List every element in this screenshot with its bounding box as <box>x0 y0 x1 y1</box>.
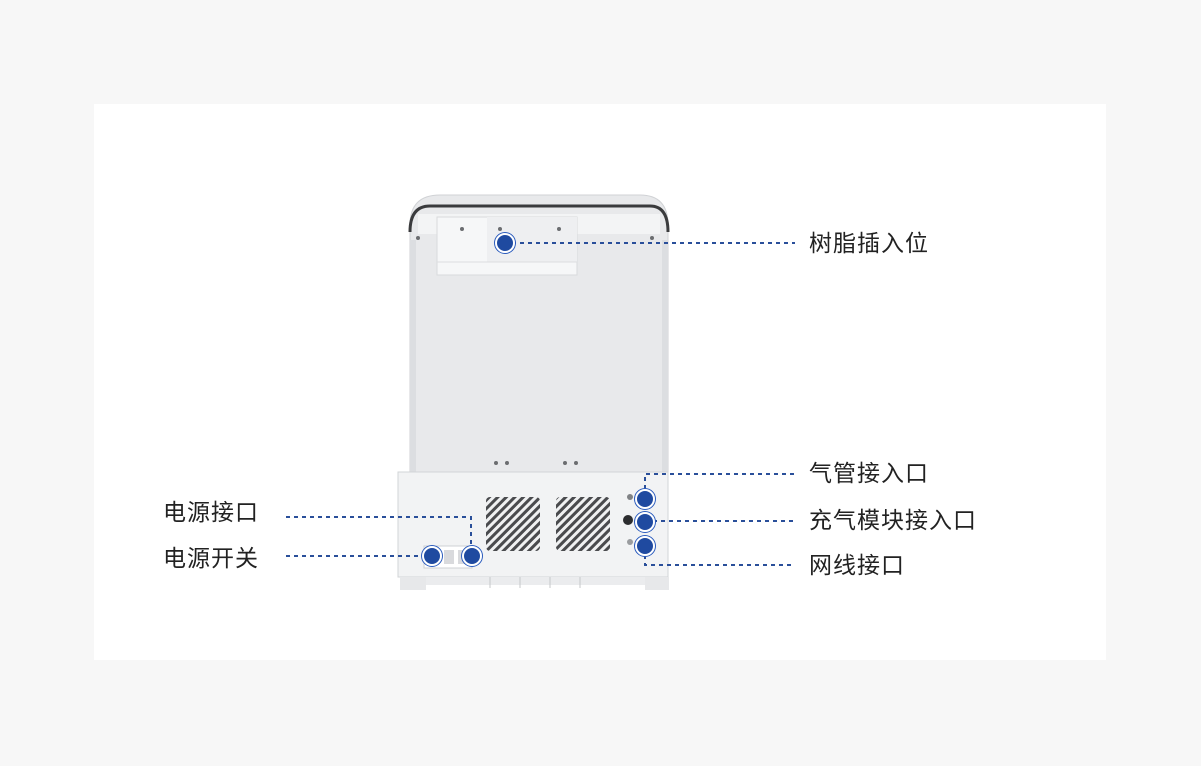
device-base-strip <box>426 577 645 585</box>
device-top-edge <box>408 204 670 233</box>
gas-pipe-fitting <box>627 494 633 500</box>
marker-network-port <box>635 536 655 556</box>
label-power-port: 电源接口 <box>163 500 259 526</box>
leader-gas-pipe <box>644 473 795 497</box>
marker-inflation-inlet <box>635 512 655 532</box>
label-inflation-module-inlet: 充气模块接入口 <box>809 508 977 534</box>
power-switch-body <box>444 550 454 564</box>
label-resin-slot: 树脂插入位 <box>809 231 929 257</box>
fan-grille-left <box>486 497 540 551</box>
screws <box>416 227 654 465</box>
leader-lines <box>286 242 795 566</box>
marker-power-port <box>462 546 482 566</box>
label-power-switch: 电源开关 <box>163 546 259 572</box>
device-side-shade-right <box>662 240 668 472</box>
fan-grille-right <box>556 497 610 551</box>
leader-network <box>644 555 795 566</box>
marker-power-switch <box>422 546 442 566</box>
network-fitting <box>627 539 633 545</box>
marker-resin-slot <box>495 233 515 253</box>
device-foot-left <box>400 577 426 590</box>
label-gas-pipe-inlet: 气管接入口 <box>809 461 929 487</box>
marker-gas-pipe-inlet <box>635 489 655 509</box>
device-foot-right <box>645 577 669 590</box>
inflation-fitting <box>623 515 633 525</box>
leader-power-port <box>286 516 472 550</box>
label-network-port: 网线接口 <box>809 553 905 579</box>
device-side-shade-left <box>410 240 416 472</box>
